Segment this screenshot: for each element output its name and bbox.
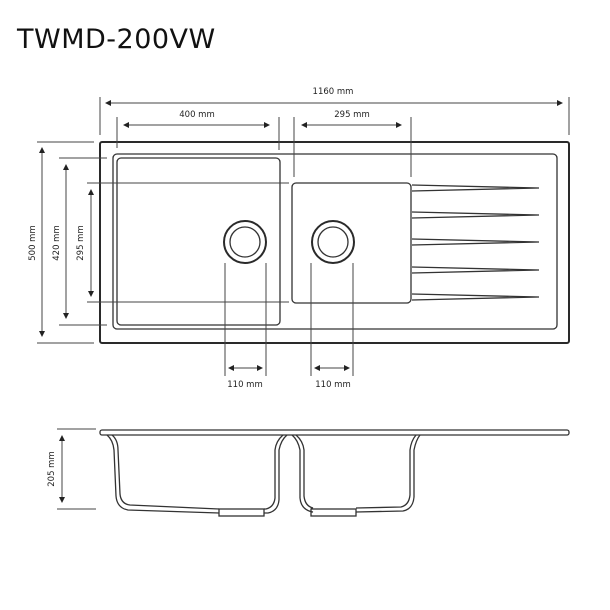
dim-label: 420 mm <box>52 225 62 261</box>
large-bowl-drain-icon <box>223 220 267 264</box>
model-title: TWMD-200VW <box>17 24 216 55</box>
sink-outline <box>99 141 570 344</box>
dim-overall-depth: 500 mm <box>28 141 94 344</box>
dim-label: 500 mm <box>28 225 38 261</box>
drainer-ribs <box>411 184 540 301</box>
dim-label: 110 mm <box>227 380 263 390</box>
dim-small-bowl-depth: 295 mm <box>76 182 289 303</box>
dim-label: 205 mm <box>47 451 57 487</box>
dim-bowl-height: 205 mm <box>47 428 96 510</box>
small-bowl <box>291 182 412 304</box>
top-view: 1160 mm 400 mm 295 mm 500 mm 420 <box>28 87 570 390</box>
dim-large-drain-offset: 110 mm <box>224 263 267 390</box>
dim-overall-length: 1160 mm <box>99 87 570 135</box>
side-large-bowl <box>106 434 288 517</box>
small-bowl-drain-icon <box>311 220 355 264</box>
side-view: 205 mm <box>47 428 570 517</box>
side-small-bowl <box>291 434 421 517</box>
dim-label: 295 mm <box>76 225 86 261</box>
dim-large-bowl-width: 400 mm <box>116 110 280 150</box>
dim-label: 400 mm <box>179 110 215 120</box>
side-top-plate <box>99 429 570 436</box>
dim-label: 295 mm <box>334 110 370 120</box>
dim-label: 1160 mm <box>313 87 354 97</box>
dim-large-bowl-depth: 420 mm <box>52 157 107 326</box>
sink-inner-rim <box>112 153 558 330</box>
dim-small-bowl-width: 295 mm <box>293 110 412 177</box>
dim-small-drain-offset: 110 mm <box>310 263 354 390</box>
large-bowl <box>116 157 281 326</box>
dim-label: 110 mm <box>315 380 351 390</box>
